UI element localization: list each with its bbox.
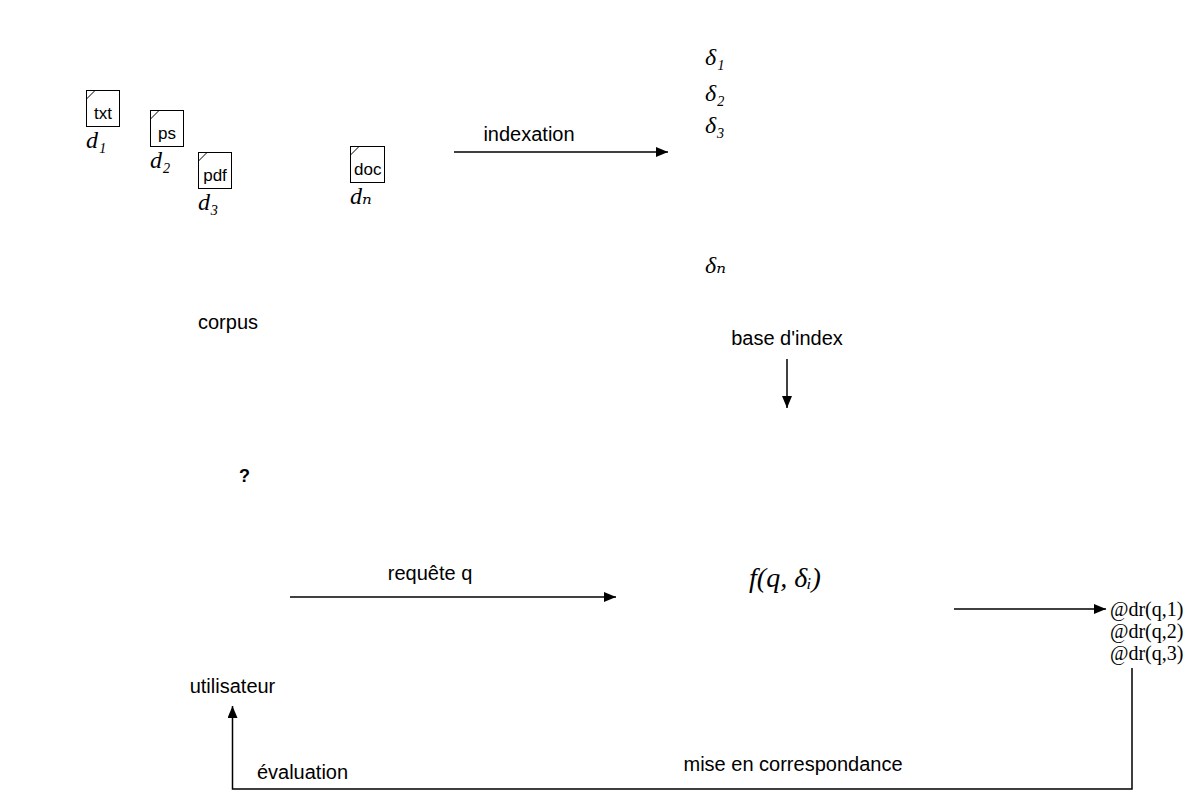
fold-line <box>199 153 208 162</box>
node-text: f(q, δᵢ) <box>749 561 821 595</box>
node-subtext: δ₂ <box>667 78 907 108</box>
fold-line <box>351 147 360 156</box>
fold-line <box>87 91 96 100</box>
figure-limb <box>229 525 252 560</box>
cloud-shape <box>19 42 437 278</box>
fold-line <box>151 111 160 120</box>
fold-corner <box>150 110 160 120</box>
cloud-outline <box>8 40 448 280</box>
node-text: corpus <box>8 310 448 334</box>
corpus-cloud: corpus txtd₁ psd₂ pdfd₃ docdₙ <box>8 40 448 340</box>
node-subtext: @dr(q,2) <box>1110 620 1183 642</box>
panel-outline <box>583 8 1003 784</box>
node-text: pdf <box>198 152 232 189</box>
cylinder-outline <box>667 12 907 302</box>
node-subtext: δ₃ <box>667 110 907 140</box>
node-subtext: base d'index <box>667 326 907 350</box>
connector-arrow <box>233 668 1133 789</box>
figure-limb <box>225 505 243 600</box>
cylinder-top <box>668 13 906 51</box>
connector-arrow <box>786 359 788 408</box>
document-icon: pdfd₃ <box>198 152 232 215</box>
node-text: txt <box>86 90 120 127</box>
node-text: @dr(q,1) <box>1110 598 1183 620</box>
cylinder-body <box>668 12 906 300</box>
node-subtext: d₃ <box>198 189 232 215</box>
node-subtext: dₙ <box>350 183 385 209</box>
document-icon: txtd₁ <box>86 90 120 153</box>
connector-arrow <box>290 596 616 598</box>
node-text: δ₁ <box>667 42 907 72</box>
node-text: doc <box>350 146 385 183</box>
fold-corner <box>350 146 360 156</box>
edge-label-holder: requête q <box>386 561 475 585</box>
figure-limb <box>241 595 245 632</box>
panel-shape <box>584 9 1002 783</box>
matching-circle: f(q, δᵢ) <box>615 408 955 748</box>
document-icon: docdₙ <box>350 146 385 209</box>
figure-limb <box>196 478 228 522</box>
index-cylinder: δ₁ δ₂δ₃ δₙ base d'index <box>667 12 907 357</box>
node-subtext: d₁ <box>86 127 120 153</box>
figure-head <box>212 478 238 505</box>
figure-limb <box>226 570 233 632</box>
node-subtext: @dr(q,3) <box>1110 642 1183 664</box>
stick-figure <box>175 462 290 702</box>
connector-arrow <box>454 151 668 153</box>
node-text: mise en correspondance <box>583 752 1003 776</box>
user-figure: utilisateur <box>175 462 290 702</box>
label-holder: ? <box>239 466 250 486</box>
circle-shape <box>616 409 954 747</box>
node-subtext: d₂ <box>150 147 184 173</box>
connector-arrow <box>954 608 1106 610</box>
edge-label-holder: indexation <box>481 122 576 146</box>
node-text: ps <box>150 110 184 147</box>
node-text: utilisateur <box>175 674 290 698</box>
document-icon: psd₂ <box>150 110 184 173</box>
matching-panel: mise en correspondance δ₁ δ₂δ₃ δₙ base d'ind… <box>583 8 1003 784</box>
edge-label: évaluation <box>255 760 350 784</box>
fold-corner <box>86 90 96 100</box>
edge-label: indexation <box>481 122 576 146</box>
edge-label-holder: évaluation <box>255 760 350 784</box>
edge-label: requête q <box>386 561 475 585</box>
question-mark: ? <box>239 466 250 486</box>
result-list: @dr(q,1)@dr(q,2)@dr(q,3) <box>1110 598 1183 664</box>
fold-corner <box>198 152 208 162</box>
node-subtext: δₙ <box>667 250 907 280</box>
